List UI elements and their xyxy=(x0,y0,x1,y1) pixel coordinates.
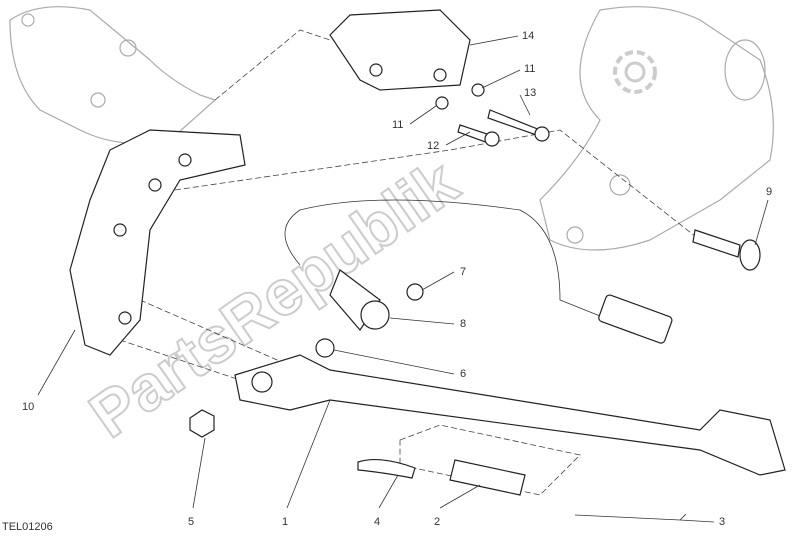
callout-14: 14 xyxy=(522,30,534,42)
callout-2: 2 xyxy=(434,516,440,528)
part-1-sidestand xyxy=(234,354,786,476)
part-2-spring xyxy=(449,459,526,496)
part-6-pin xyxy=(315,338,335,358)
part-10-bracket xyxy=(69,129,246,356)
callout-9: 9 xyxy=(766,186,772,198)
callout-6: 6 xyxy=(460,368,466,380)
sensor-cable xyxy=(284,199,611,321)
part-14-cover xyxy=(329,9,471,91)
part-7-nut xyxy=(406,283,424,301)
connector xyxy=(598,294,673,344)
diagram-code: TEL01206 xyxy=(2,521,53,533)
frame-ghost-left xyxy=(9,6,217,144)
callout-7: 7 xyxy=(460,266,466,278)
frame-ghost-right xyxy=(539,6,774,251)
part-5-nut xyxy=(189,409,215,438)
callout-8: 8 xyxy=(460,318,466,330)
leader-lines xyxy=(37,35,769,523)
callout-10: 10 xyxy=(22,401,34,413)
callout-4: 4 xyxy=(374,516,380,528)
part-4-plate xyxy=(357,458,416,479)
callout-5: 5 xyxy=(188,516,194,528)
callout-1: 1 xyxy=(282,516,288,528)
part-3-spring xyxy=(574,514,686,521)
callout-12: 12 xyxy=(427,140,439,152)
callout-3: 3 xyxy=(719,516,725,528)
callout-13: 13 xyxy=(524,87,536,99)
callout-11b: 11 xyxy=(392,119,403,131)
gear-icon xyxy=(613,50,657,94)
callout-11: 11 xyxy=(524,63,535,75)
part-9-bolt xyxy=(692,229,741,258)
